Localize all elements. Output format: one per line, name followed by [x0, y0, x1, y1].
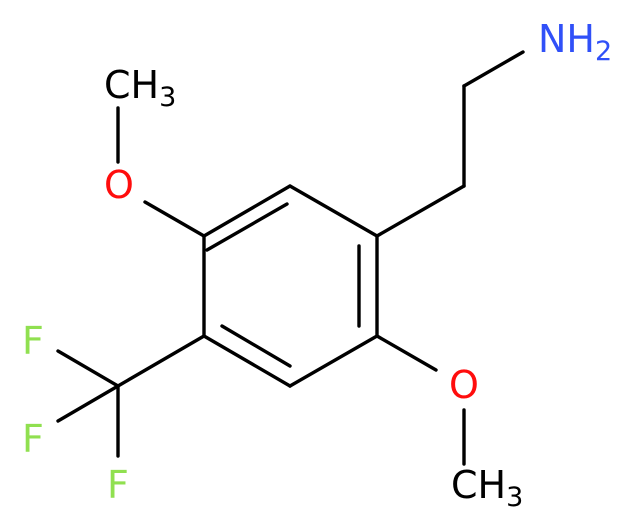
fluorine-label-1: F: [22, 319, 44, 363]
methyl-top-subscript: 3: [159, 82, 176, 113]
fluorine-3-main: F: [107, 463, 129, 507]
chain-bond-3: [462, 50, 525, 88]
fluorine-1-main: F: [22, 319, 44, 363]
methyl-top-main: CH: [104, 63, 159, 107]
ring-bond-bottom-left: [202, 334, 292, 388]
oxygen-bottom-main: O: [449, 363, 479, 407]
upper-methoxy-group: [116, 106, 206, 238]
methyl-top-label: CH3: [104, 63, 176, 113]
cf3-fluorine-bond-2: [56, 384, 120, 423]
fluorine-label-3: F: [107, 463, 129, 507]
ring-bond-bottom-right: [288, 334, 379, 388]
lower-methoxy-ring-bond: [375, 334, 438, 372]
fluorine-2-main: F: [22, 417, 44, 461]
trifluoromethyl-group: [56, 334, 206, 458]
cf3-ring-bond: [116, 334, 206, 388]
methyl-bottom-label: CH3: [451, 463, 523, 513]
ring-bond-top-inner: [205, 202, 289, 252]
upper-methoxy-ring-bond: [143, 200, 206, 238]
amine-subscript: 2: [595, 36, 612, 67]
lower-methoxy-group: [375, 334, 466, 466]
methyl-bottom-subscript: 3: [506, 482, 523, 513]
methyl-bottom-main: CH: [451, 463, 506, 507]
fluorine-label-2: F: [22, 417, 44, 461]
ring-bond-top: [288, 184, 379, 238]
chain-bond-1: [375, 184, 466, 238]
amine-main: NH: [538, 17, 595, 61]
ring-bond-bottom-inner: [220, 324, 292, 368]
cf3-fluorine-bond-1: [56, 349, 120, 388]
benzene-ring: [202, 184, 379, 388]
oxygen-top-label: O: [104, 163, 134, 207]
oxygen-top-main: O: [104, 163, 134, 207]
ring-bond-top-left: [202, 184, 292, 238]
amine-label: NH2: [538, 17, 612, 67]
oxygen-bottom-label: O: [449, 363, 479, 407]
ethylamine-side-chain: [375, 50, 525, 238]
